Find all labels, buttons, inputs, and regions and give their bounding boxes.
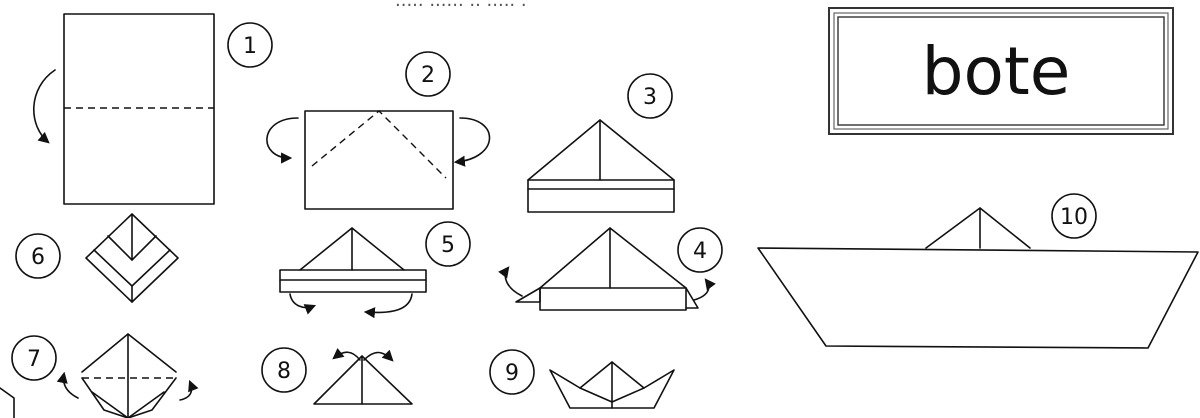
step-8-number: 8: [277, 359, 291, 384]
left-flip-arrow: [334, 352, 360, 360]
right-fold-arrow: [456, 118, 490, 162]
step-8: 8: [262, 348, 412, 404]
step-6-number: 6: [31, 245, 45, 270]
step-2: 2: [267, 52, 490, 209]
step-9-number: 9: [505, 361, 519, 386]
folded-paper: [305, 111, 453, 209]
title-bote: bote: [922, 33, 1071, 110]
step-5: 5: [280, 222, 470, 312]
step-2-number: 2: [421, 63, 435, 88]
title-box: bote: [829, 8, 1173, 134]
left-fold-arrow: [267, 118, 298, 158]
boat-sail: [926, 208, 1030, 248]
left-pull-arrow: [505, 268, 522, 296]
step-9: 9: [490, 350, 674, 408]
paper-sheet: [64, 14, 214, 204]
left-open-arrow: [64, 374, 78, 398]
hat-shape: [528, 120, 674, 180]
step-5-number: 5: [441, 233, 455, 258]
triangle-shape: [314, 356, 412, 404]
right-pull-arrow: [694, 280, 709, 300]
fold-arrow: [34, 70, 55, 142]
right-flip-arrow: [364, 353, 392, 361]
step-1: 1: [34, 14, 272, 204]
step-10-number: 10: [1060, 205, 1088, 230]
step-7-number: 7: [27, 347, 41, 372]
left-fold-under-arrow: [290, 294, 314, 308]
step-4-number: 4: [693, 239, 707, 264]
cropped-edge-shape: [0, 388, 14, 418]
boat-hull: [758, 248, 1198, 348]
cropped-header-text: ..... ...... .. ..... .: [395, 0, 527, 11]
fold-lines: [312, 111, 446, 178]
step-3-number: 3: [643, 85, 657, 110]
step-6: 6: [16, 214, 178, 302]
step-3: 3: [528, 74, 674, 212]
step-4: 4: [505, 228, 722, 310]
step-7: 7: [0, 334, 192, 418]
right-open-arrow: [180, 382, 192, 400]
right-fold-under-arrow: [366, 294, 412, 312]
step-10: 10: [758, 194, 1198, 348]
step-1-number: 1: [243, 34, 257, 59]
